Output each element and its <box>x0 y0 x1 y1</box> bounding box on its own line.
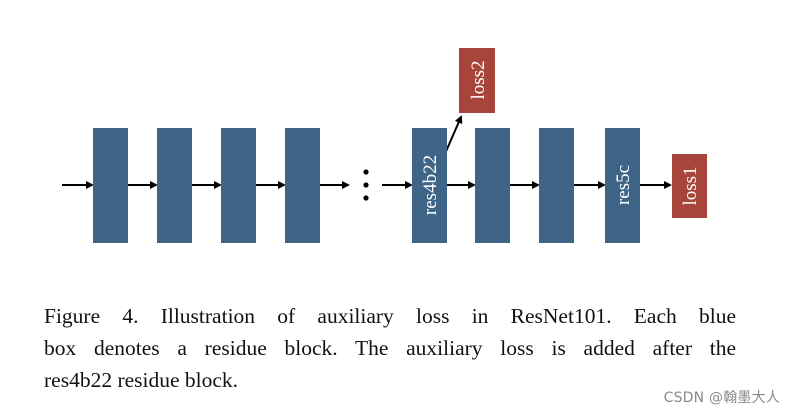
caption-line-2: box denotes a residue block. The auxilia… <box>44 336 736 360</box>
ellipsis-dot <box>363 195 369 201</box>
loss1-label: loss1 <box>680 166 701 205</box>
resnet-auxiliary-loss-diagram: res4b22 res5c loss2 loss1 <box>62 48 707 243</box>
res5c-label: res5c <box>613 165 634 205</box>
ellipsis <box>363 169 369 201</box>
res4b22-label: res4b22 <box>420 155 441 215</box>
residue-block <box>285 128 320 243</box>
residue-block <box>157 128 192 243</box>
loss2-box <box>459 48 495 113</box>
residue-block-res4b22 <box>412 128 447 243</box>
caption-line-1: Figure 4. Illustration of auxiliary loss… <box>44 304 736 328</box>
residue-blocks <box>93 128 640 243</box>
residue-block-res5c <box>605 128 640 243</box>
ellipsis-dot <box>363 182 369 188</box>
residue-block <box>475 128 510 243</box>
caption-line-3: res4b22 residue block. <box>44 368 239 392</box>
flow-arrows <box>62 115 672 189</box>
figure-caption: Figure 4. Illustration of auxiliary loss… <box>44 300 736 396</box>
residue-block <box>221 128 256 243</box>
residue-block <box>93 128 128 243</box>
ellipsis-dot <box>363 169 369 175</box>
csdn-watermark: CSDN @翰墨大人 <box>663 390 780 406</box>
loss-boxes <box>459 48 707 218</box>
loss1-box <box>672 154 707 218</box>
block-labels: res4b22 res5c loss2 loss1 <box>420 60 701 215</box>
residue-block <box>539 128 574 243</box>
loss2-label: loss2 <box>468 60 489 99</box>
